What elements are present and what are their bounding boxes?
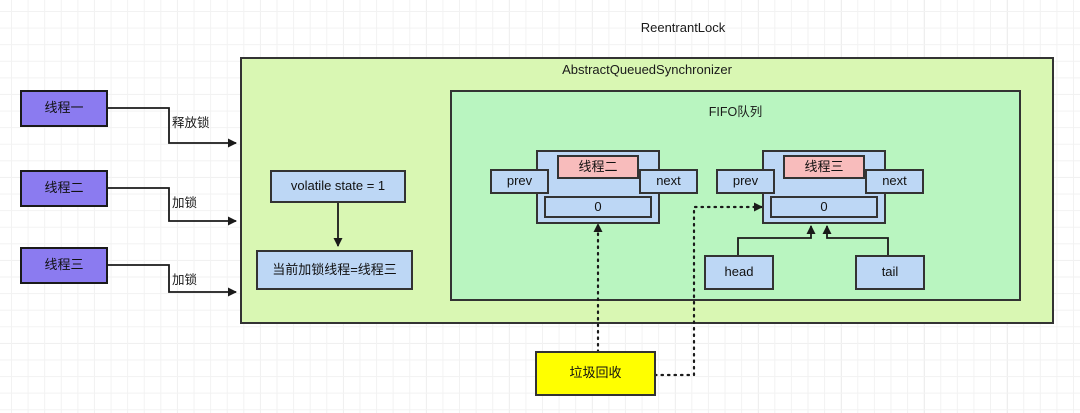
queue-node-2-prev-label: prev: [732, 173, 759, 189]
queue-node-1-thread[interactable]: 线程二: [557, 155, 639, 179]
queue-node-1-thread-label: 线程二: [578, 158, 618, 174]
thread-box-3-label: 线程三: [44, 257, 84, 273]
queue-node-2-prev[interactable]: prev: [716, 169, 775, 194]
container-aqs-title: AbstractQueuedSynchronizer: [562, 62, 732, 77]
garbage-collection-box[interactable]: 垃圾回收: [535, 351, 656, 396]
thread-box-2[interactable]: 线程二: [20, 170, 108, 207]
current-locking-thread-box[interactable]: 当前加锁线程=线程三: [256, 250, 413, 290]
queue-node-2-thread-label: 线程三: [804, 158, 844, 174]
head-pointer-box[interactable]: head: [704, 255, 774, 290]
edge-label-acquire-lock-2: 加锁: [172, 273, 198, 287]
queue-node-1-prev[interactable]: prev: [490, 169, 549, 194]
thread-box-3[interactable]: 线程三: [20, 247, 108, 284]
queue-node-2-thread[interactable]: 线程三: [783, 155, 865, 179]
queue-node-1-prev-label: prev: [506, 173, 533, 189]
edge-label-release-lock: 释放锁: [172, 116, 210, 130]
thread-box-2-label: 线程二: [44, 180, 84, 196]
queue-node-1-next[interactable]: next: [639, 169, 698, 194]
queue-node-2-waitstatus[interactable]: 0: [770, 196, 878, 218]
garbage-collection-label: 垃圾回收: [569, 365, 622, 381]
current-locking-thread-label: 当前加锁线程=线程三: [272, 261, 397, 277]
tail-pointer-box[interactable]: tail: [855, 255, 925, 290]
queue-node-2-waitstatus-label: 0: [820, 198, 828, 214]
queue-node-2-next[interactable]: next: [865, 169, 924, 194]
volatile-state-box[interactable]: volatile state = 1: [270, 170, 406, 203]
queue-node-1-next-label: next: [656, 173, 681, 189]
thread-box-1[interactable]: 线程一: [20, 90, 108, 127]
volatile-state-label: volatile state = 1: [290, 178, 386, 194]
queue-node-1-waitstatus[interactable]: 0: [544, 196, 652, 218]
tail-pointer-label: tail: [881, 264, 899, 280]
edge-label-acquire-lock-1: 加锁: [172, 196, 198, 210]
queue-node-1-waitstatus-label: 0: [594, 198, 602, 214]
container-fifo-title: FIFO队列: [708, 105, 763, 119]
page-title: ReentrantLock: [640, 20, 726, 35]
thread-box-1-label: 线程一: [44, 100, 84, 116]
head-pointer-label: head: [724, 264, 754, 280]
queue-node-2-next-label: next: [882, 173, 907, 189]
